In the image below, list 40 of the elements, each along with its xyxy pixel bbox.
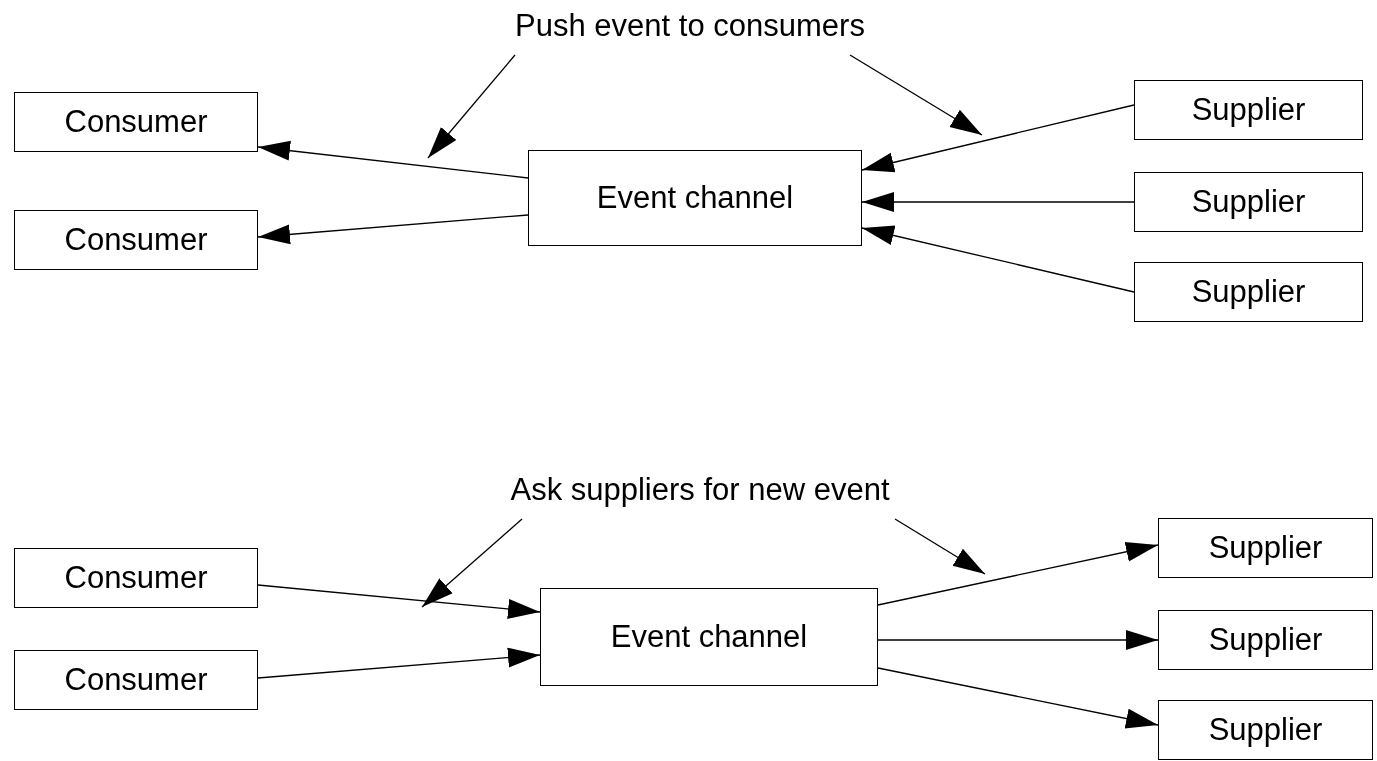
- component-box: [1134, 262, 1363, 322]
- leader-arrow: [421, 518, 523, 608]
- arrow: [257, 214, 529, 245]
- box-label: Event channel: [610, 619, 808, 655]
- component-box: [540, 588, 878, 686]
- component-box: [14, 210, 258, 270]
- box-label: Supplier: [1191, 274, 1306, 310]
- arrow: [257, 647, 541, 679]
- arrow: [877, 541, 1159, 606]
- component-box: [14, 92, 258, 152]
- box-label: Event channel: [596, 180, 794, 216]
- component-box: [14, 548, 258, 608]
- leader-arrow: [849, 54, 983, 136]
- component-box: [1134, 80, 1363, 140]
- annotation-text: Ask suppliers for new event: [420, 472, 980, 508]
- arrow: [861, 104, 1135, 173]
- box-label: Consumer: [64, 222, 208, 258]
- component-box: [1158, 610, 1373, 670]
- box-label: Supplier: [1191, 92, 1306, 128]
- arrow: [257, 140, 529, 179]
- arrow: [861, 192, 1135, 212]
- component-box: [1158, 700, 1373, 760]
- arrow: [861, 225, 1135, 293]
- component-box: [1134, 172, 1363, 232]
- box-label: Consumer: [64, 662, 208, 698]
- arrow: [877, 667, 1159, 729]
- box-label: Consumer: [64, 560, 208, 596]
- leader-arrow: [894, 518, 986, 575]
- component-box: [1158, 518, 1373, 578]
- box-label: Supplier: [1208, 622, 1323, 658]
- component-box: [528, 150, 862, 246]
- annotation-text: Push event to consumers: [430, 8, 950, 44]
- leader-arrow: [427, 54, 516, 159]
- box-label: Consumer: [64, 104, 208, 140]
- arrow: [877, 630, 1159, 650]
- box-label: Supplier: [1191, 184, 1306, 220]
- arrow: [257, 584, 541, 619]
- box-label: Supplier: [1208, 530, 1323, 566]
- box-label: Supplier: [1208, 712, 1323, 748]
- component-box: [14, 650, 258, 710]
